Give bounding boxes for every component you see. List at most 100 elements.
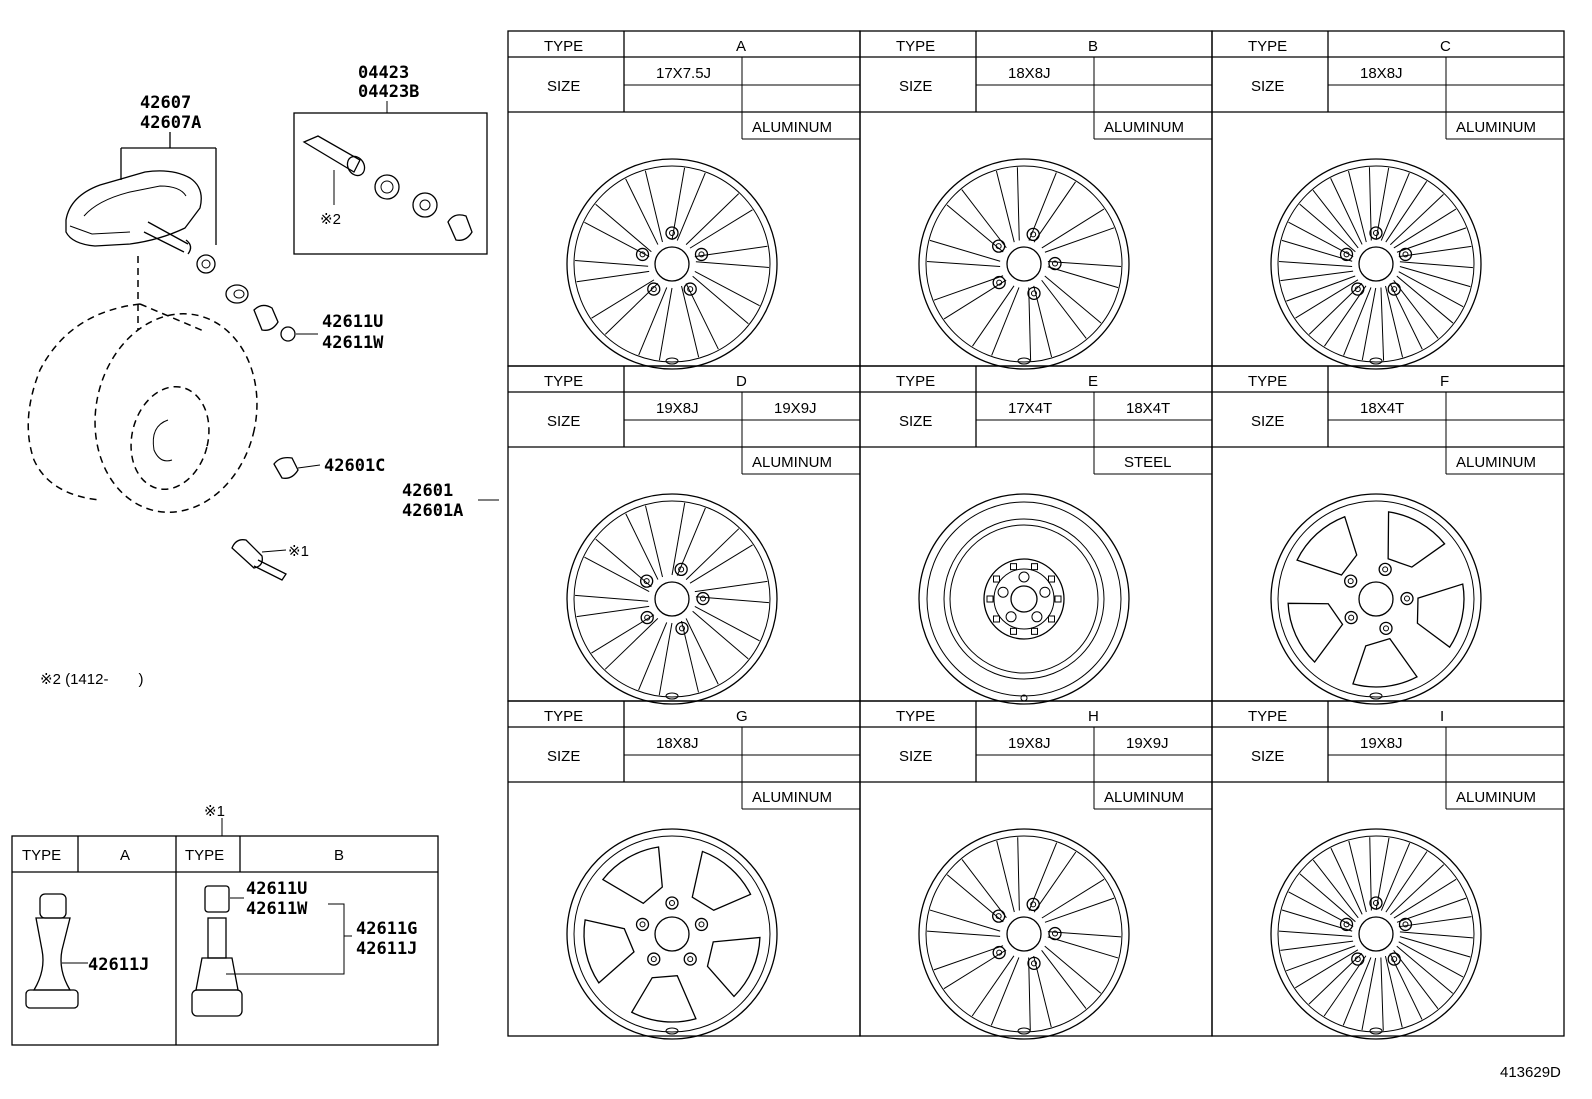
valve-type-b: B [334, 847, 344, 864]
snap-valve-b-icon [191, 885, 352, 1017]
type-label: TYPE [1248, 373, 1287, 390]
size-label: SIZE [547, 413, 580, 430]
type-value: D [736, 373, 747, 390]
grommet-kit: 04423 04423B ※2 [293, 63, 488, 255]
size-label: SIZE [899, 413, 932, 430]
size-label: SIZE [547, 748, 580, 765]
size-value-2: 19X9J [774, 400, 817, 417]
material-label: ALUMINUM [1104, 789, 1184, 806]
size-value-1: 17X7.5J [656, 65, 711, 82]
note2-mark-box: ※2 [320, 211, 341, 228]
size-value-1: 18X8J [1360, 65, 1403, 82]
material-label: ALUMINUM [1104, 119, 1184, 136]
size-value-1: 19X8J [1008, 735, 1051, 752]
type-label: TYPE [1248, 708, 1287, 725]
wheel-cell-a: TYPE A SIZE 17X7.5J ALUMINUM [507, 30, 861, 370]
type-label: TYPE [896, 373, 935, 390]
material-label: ALUMINUM [752, 789, 832, 806]
material-label: ALUMINUM [1456, 454, 1536, 471]
grommet-icon [374, 174, 400, 200]
grommet-pn-2: 04423B [358, 82, 419, 102]
wheel-g-icon [566, 828, 778, 1040]
valve-cap-pn-1: 42611U [322, 312, 383, 332]
valve-type-a: A [120, 847, 130, 864]
size-value-2: 18X4T [1126, 400, 1170, 417]
sensor-leader-bracket [120, 132, 217, 245]
figure-id: 413629D [1500, 1064, 1561, 1081]
type-label: TYPE [1248, 38, 1287, 55]
valve-core-icon [302, 135, 366, 205]
size-label: SIZE [899, 78, 932, 95]
note2-date: ※2 (1412- ) [40, 671, 143, 688]
type-label: TYPE [544, 708, 583, 725]
valve-b-pn-4: 42611J [356, 939, 417, 959]
size-value-1: 18X8J [656, 735, 699, 752]
valve-table-note: ※1 [204, 803, 225, 820]
size-value-1: 18X8J [1008, 65, 1051, 82]
type-label: TYPE [544, 373, 583, 390]
note1-mark-left: ※1 [288, 543, 309, 560]
snap-valve-a-icon [25, 893, 88, 1009]
tpms-sensor-icon [65, 170, 216, 274]
valve-b-pn-3: 42611G [356, 919, 417, 939]
grommet-kit-box [293, 112, 488, 255]
size-value-1: 19X8J [656, 400, 699, 417]
wheel-f-icon [1270, 493, 1482, 705]
type-label: TYPE [896, 38, 935, 55]
valve-b-pn-2: 42611W [246, 899, 308, 919]
hub-cap-pn: 42601C [324, 456, 385, 476]
washer-icon [412, 192, 438, 218]
wheel-pn-2: 42601A [402, 501, 463, 521]
valve-cap-pn-2: 42611W [322, 333, 384, 353]
type-value: B [1088, 38, 1098, 55]
nut-icon [447, 214, 473, 241]
wheel-cell-f: TYPE F SIZE 18X4T ALUMINUM [1211, 365, 1565, 705]
tire-icon [27, 256, 258, 513]
type-value: I [1440, 708, 1444, 725]
grommet-pn-1: 04423 [358, 63, 409, 83]
material-label: ALUMINUM [1456, 789, 1536, 806]
type-label: TYPE [544, 38, 583, 55]
size-label: SIZE [547, 78, 580, 95]
wheel-c-icon [1270, 158, 1482, 370]
wheel-i-icon [1270, 828, 1482, 1040]
wheel-pn-1: 42601 [402, 481, 453, 501]
sensor-pn-2: 42607A [140, 113, 201, 133]
sensor-part-labels: 42607 42607A [120, 93, 217, 245]
wheel-h-icon [918, 828, 1130, 1040]
wheel-e-icon [918, 493, 1130, 705]
type-value: C [1440, 38, 1451, 55]
sensor-pn-1: 42607 [140, 93, 191, 113]
size-label: SIZE [899, 748, 932, 765]
valve-b-pn-1: 42611U [246, 879, 307, 899]
size-label: SIZE [1251, 413, 1284, 430]
valve-type-label-b: TYPE [185, 847, 224, 864]
material-label: STEEL [1124, 454, 1172, 471]
type-value: A [736, 38, 746, 55]
size-value-1: 17X4T [1008, 400, 1052, 417]
wheel-cell-e: TYPE E SIZE 17X4T 18X4T STEEL [859, 365, 1213, 705]
wheel-cell-b: TYPE B SIZE 18X8J ALUMINUM [859, 30, 1213, 370]
type-value: E [1088, 373, 1098, 390]
type-value: H [1088, 708, 1099, 725]
size-value-2: 19X9J [1126, 735, 1169, 752]
material-label: ALUMINUM [752, 119, 832, 136]
size-label: SIZE [1251, 748, 1284, 765]
type-value: F [1440, 373, 1449, 390]
size-value-1: 18X4T [1360, 400, 1404, 417]
wheel-b-icon [918, 158, 1130, 370]
type-value: G [736, 708, 748, 725]
wheel-d-icon [566, 493, 778, 705]
wheel-cell-d: TYPE D SIZE 19X8J 19X9J ALUMINUM [507, 365, 861, 705]
material-label: ALUMINUM [1456, 119, 1536, 136]
valve-components-icon [225, 284, 296, 342]
material-label: ALUMINUM [752, 454, 832, 471]
hub-cap-icon [273, 456, 321, 479]
valve-a-pn: 42611J [88, 955, 149, 975]
valve-type-label-a: TYPE [22, 847, 61, 864]
valve-stem-icon [231, 539, 287, 581]
size-value-1: 19X8J [1360, 735, 1403, 752]
